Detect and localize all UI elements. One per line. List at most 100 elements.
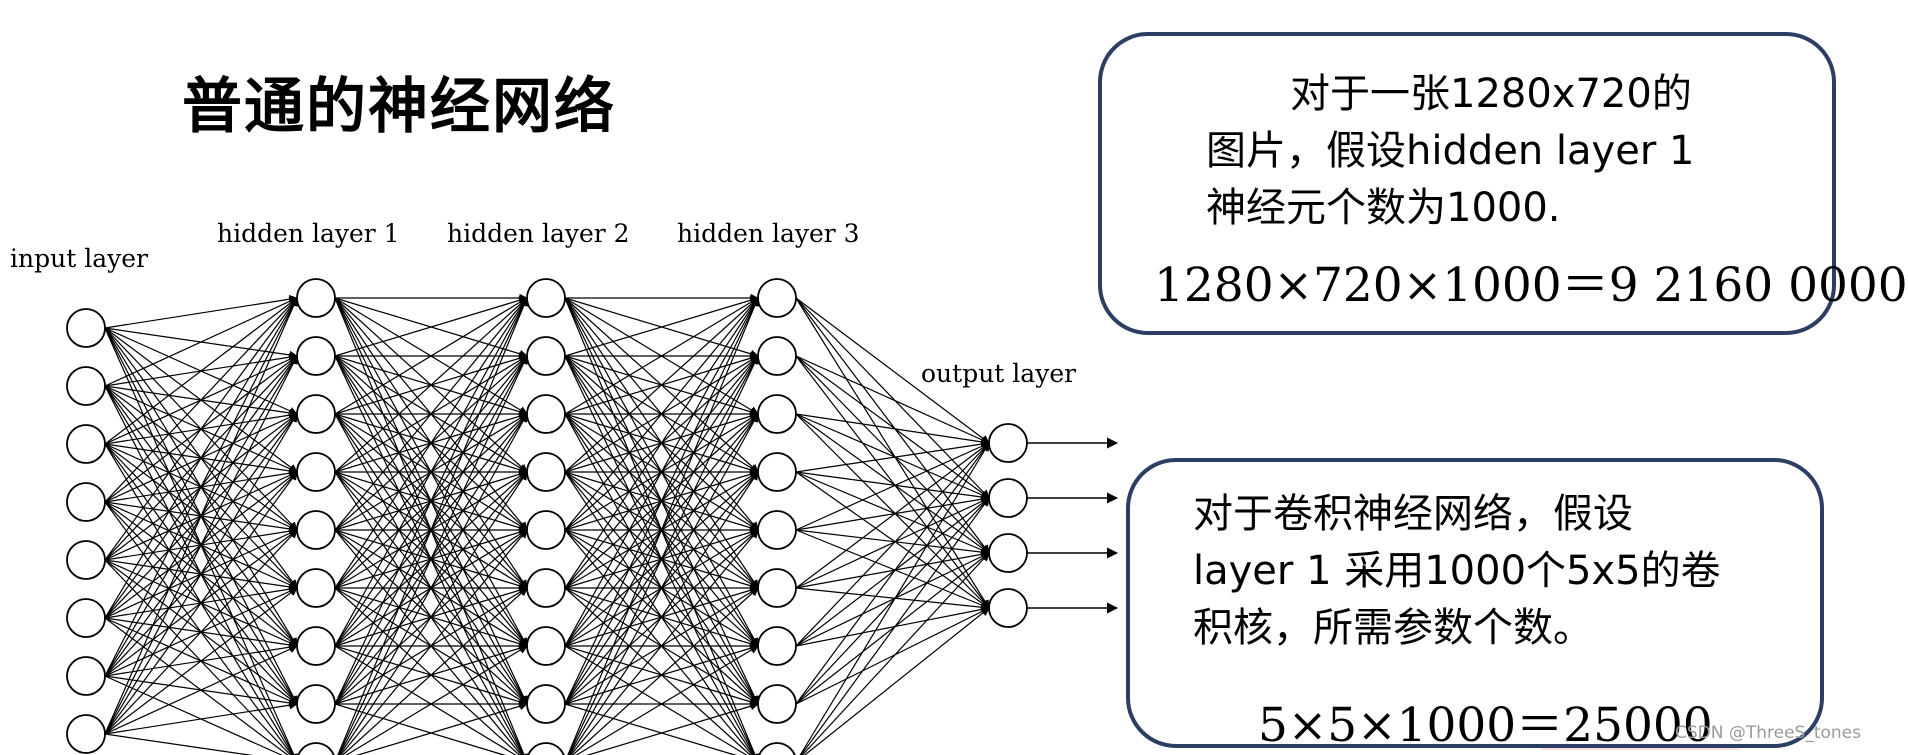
hidden1-neuron-2: [296, 394, 336, 434]
neural-network-diagram: [66, 278, 1119, 755]
connection-hidden1-8-hidden2-4: [340, 529, 528, 755]
connection-hidden2-6-hidden3-0: [564, 297, 759, 647]
connection-hidden3-2-output-3: [795, 413, 990, 609]
hidden-layer-1-label: hidden layer 1: [217, 219, 400, 248]
hidden2-neuron-8: [527, 742, 565, 755]
connection-hidden3-5-output-2: [795, 550, 990, 589]
input-neuron-4: [66, 540, 106, 580]
connection-hidden1-8-hidden2-2: [338, 413, 528, 755]
connection-hidden1-5-hidden2-8: [334, 587, 528, 755]
input-layer-label: input layer: [10, 244, 148, 273]
connection-hidden3-0-output-2: [795, 297, 990, 554]
callout-1-line-1: 对于一张1280x720的: [1290, 71, 1692, 117]
connection-hidden3-7-output-1: [795, 497, 990, 705]
hidden3-neuron-0: [757, 278, 797, 318]
connection-input-7-hidden1-4: [104, 529, 298, 735]
hidden2-neuron-6: [526, 626, 566, 666]
hidden1-neuron-7: [296, 684, 336, 724]
connection-hidden3-5-output-0: [795, 442, 990, 589]
connection-hidden3-3-output-1: [795, 471, 990, 502]
connection-input-4-hidden1-8: [104, 559, 298, 755]
watermark: CSDN @ThreeS_tones: [1674, 723, 1861, 743]
connection-hidden3-0-output-1: [795, 297, 990, 499]
connection-hidden3-3-output-0: [795, 439, 990, 473]
connection-hidden3-7-output-2: [795, 552, 990, 705]
hidden2-neuron-7: [526, 684, 566, 724]
callout-1-line-3: 神经元个数为1000.: [1206, 185, 1561, 231]
connection-hidden3-6-output-0: [795, 442, 990, 647]
connection-hidden3-1-output-3: [795, 355, 990, 609]
connection-hidden1-8-hidden2-6: [345, 645, 528, 755]
hidden1-neuron-3: [296, 452, 336, 492]
neurons: [66, 278, 1028, 755]
callout-fully-connected: 对于一张1280x720的 图片，假设hidden layer 1 神经元个数为…: [1098, 32, 1908, 335]
hidden1-neuron-0: [296, 278, 336, 318]
connection-hidden2-8-hidden3-6: [575, 645, 759, 755]
connection-hidden2-8-hidden3-2: [568, 413, 759, 755]
output-neuron-2: [988, 533, 1028, 573]
input-neuron-5: [66, 598, 106, 638]
connection-hidden3-3-output-3: [795, 471, 990, 609]
connection-input-7-hidden1-6: [104, 645, 298, 735]
hidden3-neuron-5: [757, 568, 797, 608]
hidden2-neuron-3: [526, 452, 566, 492]
connection-input-3-hidden1-0: [104, 297, 298, 503]
connection-hidden2-1-hidden3-0: [564, 296, 759, 357]
output-neuron-0: [988, 423, 1028, 463]
connection-hidden3-2-output-0: [795, 413, 990, 447]
hidden3-neuron-8: [758, 742, 796, 755]
page-title: 普通的神经网络: [182, 72, 616, 142]
connection-hidden2-8-hidden3-1: [567, 355, 759, 755]
connection-input-0-hidden1-0: [104, 295, 298, 329]
hidden2-neuron-5: [526, 568, 566, 608]
input-neuron-2: [66, 424, 106, 464]
input-neuron-3: [66, 482, 106, 522]
output-neuron-3: [988, 588, 1028, 628]
connection-input-7-hidden1-7: [104, 701, 298, 735]
connection-hidden1-5-hidden2-0: [334, 297, 528, 589]
connection-input-1-hidden1-0: [104, 297, 298, 387]
connection-hidden2-7-hidden3-8: [564, 703, 737, 755]
connection-hidden1-6-hidden2-0: [334, 297, 528, 647]
connection-hidden1-8-hidden2-3: [338, 471, 528, 755]
connection-hidden1-8-hidden2-1: [337, 355, 528, 755]
hidden1-neuron-4: [296, 510, 336, 550]
hidden3-neuron-3: [757, 452, 797, 492]
connection-hidden3-6-output-3: [795, 605, 990, 647]
connection-hidden2-5-hidden3-8: [564, 587, 759, 755]
callout-2-line-1: 对于卷积神经网络，假设: [1193, 491, 1633, 537]
connection-hidden3-0-output-3: [795, 297, 990, 609]
connection-input-6-hidden1-0: [104, 297, 298, 677]
connection-hidden2-4-hidden3-0: [564, 297, 759, 531]
connection-input-7-hidden1-2: [104, 413, 298, 735]
connection-hidden3-0-output-0: [795, 297, 990, 444]
connection-input-2-hidden1-0: [104, 297, 298, 445]
callout-2-line-3: 积核，所需参数个数。: [1193, 605, 1593, 651]
input-neuron-6: [66, 656, 106, 696]
connection-hidden2-8-hidden3-5: [571, 587, 759, 755]
callout-convolutional: 对于卷积神经网络，假设 layer 1 采用1000个5x5的卷 积核，所需参数…: [1126, 458, 1824, 753]
hidden3-neuron-7: [757, 684, 797, 724]
connection-input-7-hidden1-0: [104, 297, 298, 735]
connection-hidden3-7-output-0: [795, 442, 990, 705]
connection-hidden3-6-output-2: [795, 552, 990, 647]
connection-hidden3-4-output-2: [795, 529, 990, 557]
connection-hidden3-1-output-1: [795, 355, 990, 499]
connection-hidden2-8-hidden3-7: [586, 702, 759, 755]
connection-hidden3-2-output-1: [795, 413, 990, 499]
connection-hidden3-1-output-2: [795, 355, 990, 554]
connection-hidden3-8-output-2: [801, 552, 990, 755]
connection-input-7-hidden1-3: [104, 471, 298, 735]
connection-hidden3-4-output-3: [795, 529, 990, 610]
callout-1-formula: 1280×720×1000＝9 2160 0000: [1154, 258, 1908, 313]
hidden1-neuron-5: [296, 568, 336, 608]
input-neuron-1: [66, 366, 106, 406]
connection-hidden2-8-hidden3-3: [568, 471, 759, 755]
hidden2-neuron-1: [526, 336, 566, 376]
connection-hidden3-4-output-1: [795, 495, 990, 531]
connection-input-4-hidden1-0: [104, 297, 298, 561]
output-neuron-1: [988, 478, 1028, 518]
connection-hidden2-8-hidden3-0: [567, 297, 759, 755]
hidden-layer-3-label: hidden layer 3: [677, 219, 860, 248]
hidden3-neuron-1: [757, 336, 797, 376]
